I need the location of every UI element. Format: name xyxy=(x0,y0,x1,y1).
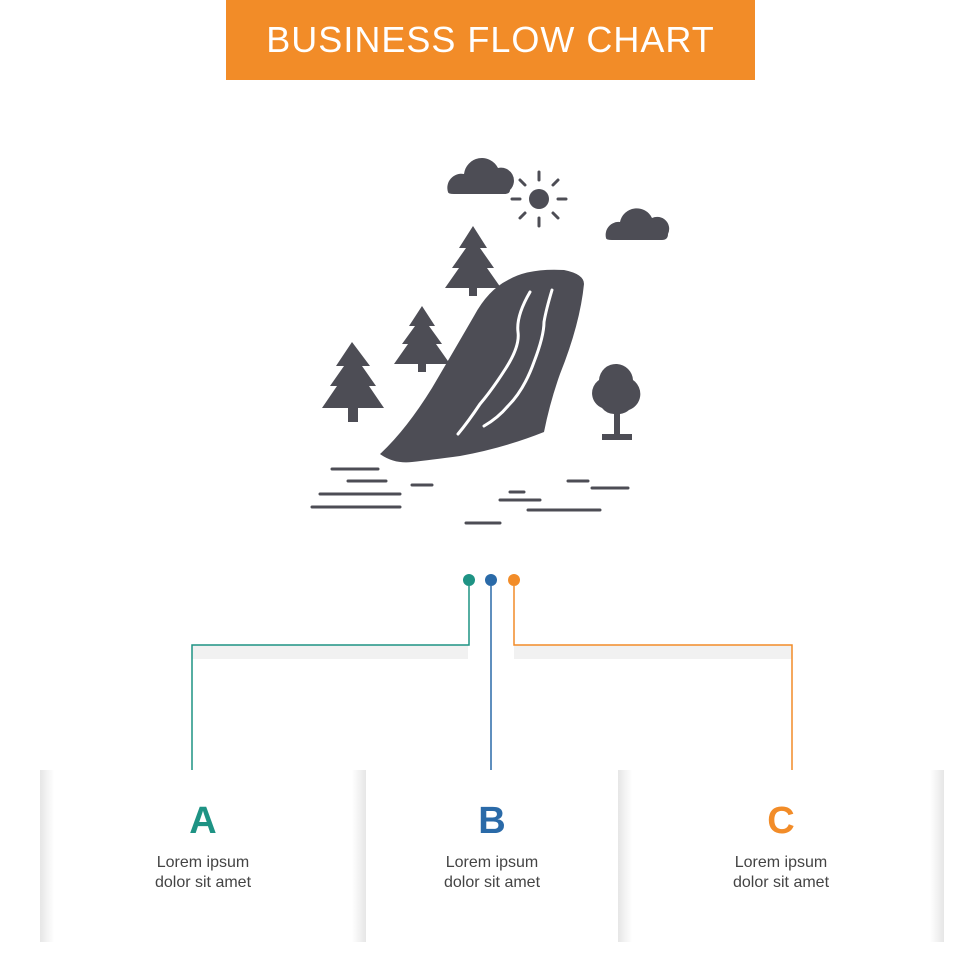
cloud-icon xyxy=(605,208,670,240)
sun-icon xyxy=(529,189,549,209)
cloud-icon xyxy=(447,158,514,194)
tree-icon xyxy=(592,363,641,440)
step-letter: A xyxy=(189,800,217,842)
step-letter: C xyxy=(767,800,795,842)
pine-tree-icon xyxy=(394,306,450,372)
connector-a xyxy=(191,586,470,780)
pine-tree-icon xyxy=(445,226,501,296)
dot-b xyxy=(485,574,497,586)
chart-title: BUSINESS FLOW CHART xyxy=(266,19,715,60)
title-banner: BUSINESS FLOW CHART xyxy=(226,0,755,80)
connector-c xyxy=(513,586,793,780)
pine-tree-icon xyxy=(322,342,384,422)
waterfall-icon xyxy=(380,269,584,463)
sun-rays xyxy=(510,170,568,228)
step-letter: B xyxy=(478,800,506,842)
dot-c xyxy=(508,574,520,586)
dot-a xyxy=(463,574,475,586)
waterfall-landscape-icon xyxy=(310,158,670,525)
